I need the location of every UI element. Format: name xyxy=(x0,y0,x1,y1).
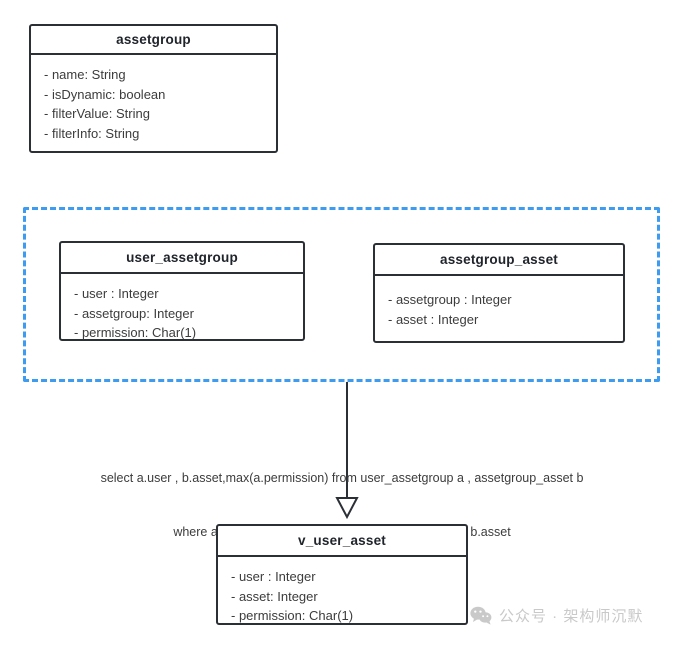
class-attribute: - filterInfo: String xyxy=(44,125,140,141)
watermark: 公众号 · 架构师沉默 xyxy=(470,605,643,626)
connector-line xyxy=(346,382,348,498)
group-container-join-tables[interactable] xyxy=(23,207,660,382)
class-attribute: - user : Integer xyxy=(231,569,316,584)
class-attribute: - permission: Char(1) xyxy=(74,325,197,340)
class-title-assetgroup: assetgroup xyxy=(31,26,276,55)
class-attribute: - assetgroup : Integer xyxy=(388,292,512,307)
class-attributes-assetgroup-asset: - assetgroup : Integer - asset : Integer xyxy=(375,276,623,329)
class-attributes-v-user-asset: - user : Integer - asset: Integer - perm… xyxy=(218,557,466,626)
class-box-v-user-asset[interactable]: v_user_asset - user : Integer - asset: I… xyxy=(216,524,468,625)
sql-note-line: select a.user , b.asset,max(a.permission… xyxy=(100,471,584,485)
class-attributes-user-assetgroup: - user : Integer - assetgroup: Integer -… xyxy=(61,274,303,343)
class-title-user-assetgroup: user_assetgroup xyxy=(61,243,303,274)
class-attribute: - user : Integer xyxy=(74,286,159,301)
watermark-text: 公众号 · 架构师沉默 xyxy=(499,608,644,625)
class-attribute: - permission: Char(1) xyxy=(231,608,354,623)
class-attribute: - filterValue: String xyxy=(44,106,150,121)
class-attribute: - asset: Integer xyxy=(231,588,318,604)
class-attribute: - assetgroup: Integer xyxy=(74,305,194,321)
class-box-assetgroup[interactable]: assetgroup - name: String - isDynamic: b… xyxy=(29,24,278,153)
class-attribute: - name: String xyxy=(44,67,126,82)
class-title-assetgroup-asset: assetgroup_asset xyxy=(375,245,623,276)
class-attribute: - asset : Integer xyxy=(388,311,479,327)
class-box-user-assetgroup[interactable]: user_assetgroup - user : Integer - asset… xyxy=(59,241,305,341)
class-attribute: - isDynamic: boolean xyxy=(44,86,166,102)
wechat-icon xyxy=(470,606,492,625)
class-box-assetgroup-asset[interactable]: assetgroup_asset - assetgroup : Integer … xyxy=(373,243,625,343)
class-attributes-assetgroup: - name: String - isDynamic: boolean - fi… xyxy=(31,55,276,143)
class-title-v-user-asset: v_user_asset xyxy=(218,526,466,557)
